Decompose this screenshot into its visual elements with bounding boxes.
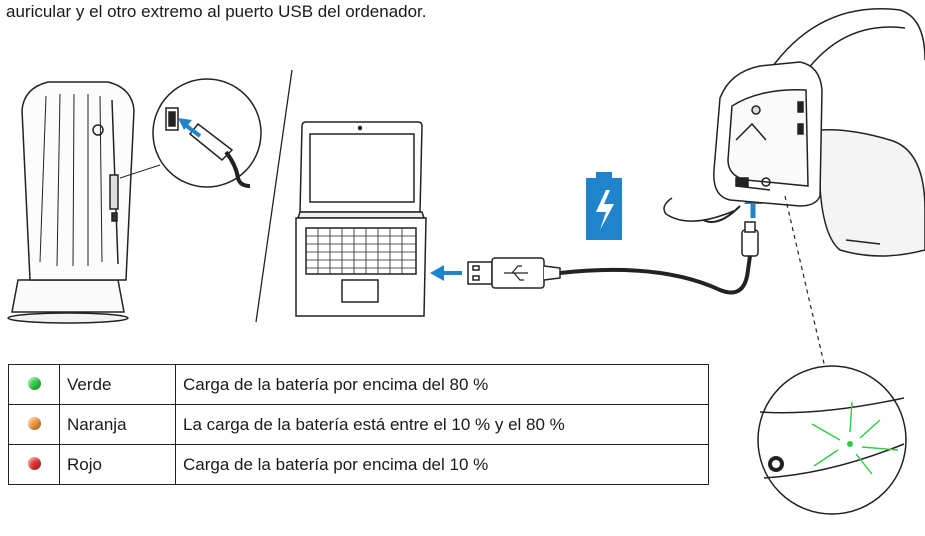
usb-callout-icon bbox=[152, 78, 262, 188]
led-cell bbox=[8, 364, 60, 405]
usb-cable-icon bbox=[467, 221, 759, 295]
legend-color-label: Naranja bbox=[59, 404, 176, 445]
battery-charging-icon bbox=[586, 172, 622, 240]
led-cell bbox=[8, 404, 60, 445]
headset-icon bbox=[663, 8, 925, 257]
legend-description: Carga de la batería por encima del 10 % bbox=[175, 444, 709, 485]
orange-led-icon bbox=[27, 416, 41, 430]
green-led-icon bbox=[27, 376, 41, 390]
laptop-icon bbox=[295, 121, 427, 317]
legend-description: Carga de la batería por encima del 80 % bbox=[175, 364, 709, 405]
magnifier-callout-icon bbox=[757, 365, 907, 515]
legend-color-label: Rojo bbox=[59, 444, 176, 485]
divider-line bbox=[255, 69, 293, 323]
desktop-tower-icon bbox=[7, 81, 161, 324]
intro-text: auricular y el otro extremo al puerto US… bbox=[6, 2, 427, 21]
legend-color-label: Verde bbox=[59, 364, 176, 405]
red-led-icon bbox=[27, 456, 41, 470]
legend-description: La carga de la batería está entre el 10 … bbox=[175, 404, 709, 445]
led-cell bbox=[8, 444, 60, 485]
